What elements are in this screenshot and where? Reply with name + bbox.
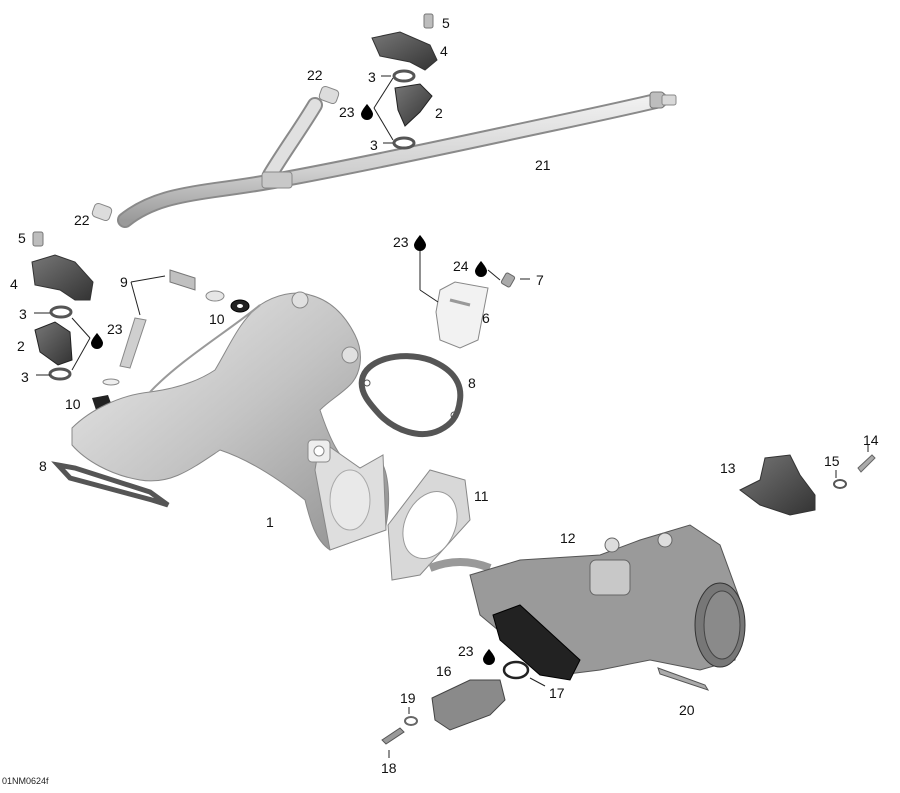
callout-10-b: 10 [65,396,81,412]
callout-23-c: 23 [393,234,409,250]
callout-1: 1 [266,514,274,530]
sensor-13-group [739,444,876,516]
callout-5-upper: 5 [442,15,450,31]
callout-23-a: 23 [339,104,355,120]
callout-2-upper: 2 [435,105,443,121]
callout-7: 7 [536,272,544,288]
iac-valve-16-group [381,660,710,758]
oil-drop-icons [91,104,495,665]
upper-sensor-group [371,13,438,150]
callout-22-upper: 22 [307,67,323,83]
callout-3-a: 3 [368,69,376,85]
callout-6: 6 [482,310,490,326]
callout-12: 12 [560,530,576,546]
drawing-code: 01NM0624f [2,776,49,786]
callout-2-left: 2 [17,338,25,354]
clamp-22-upper [318,85,340,105]
callout-23-b: 23 [107,321,123,337]
callout-22-left: 22 [74,212,90,228]
callout-17: 17 [549,685,565,701]
callout-5-left: 5 [18,230,26,246]
callout-14: 14 [863,432,879,448]
callout-10-a: 10 [209,311,225,327]
callout-3-d: 3 [21,369,29,385]
callout-18: 18 [381,760,397,776]
callout-13: 13 [720,460,736,476]
callout-23-d: 23 [458,643,474,659]
callout-16: 16 [436,663,452,679]
intake-manifold-1 [71,291,390,551]
left-sensor-group [31,231,94,381]
hose-21 [117,91,677,228]
callout-3-c: 3 [19,306,27,322]
clamp-22-left [91,202,113,222]
spacer-gasket-11 [387,469,471,581]
callout-4-left: 4 [10,276,18,292]
callout-11: 11 [474,488,489,504]
bracket-6-group [419,248,530,349]
callout-21: 21 [535,157,551,173]
callout-19: 19 [400,690,416,706]
callout-24: 24 [453,258,469,274]
callout-8-right: 8 [468,375,476,391]
callout-9: 9 [120,274,128,290]
gasket-8-right [358,353,464,437]
callout-3-b: 3 [370,137,378,153]
callout-20: 20 [679,702,695,718]
throttle-body-12 [428,524,746,681]
callout-8-left: 8 [39,458,47,474]
callout-15: 15 [824,453,840,469]
callout-4-upper: 4 [440,43,448,59]
gasket-8-left [51,461,170,508]
